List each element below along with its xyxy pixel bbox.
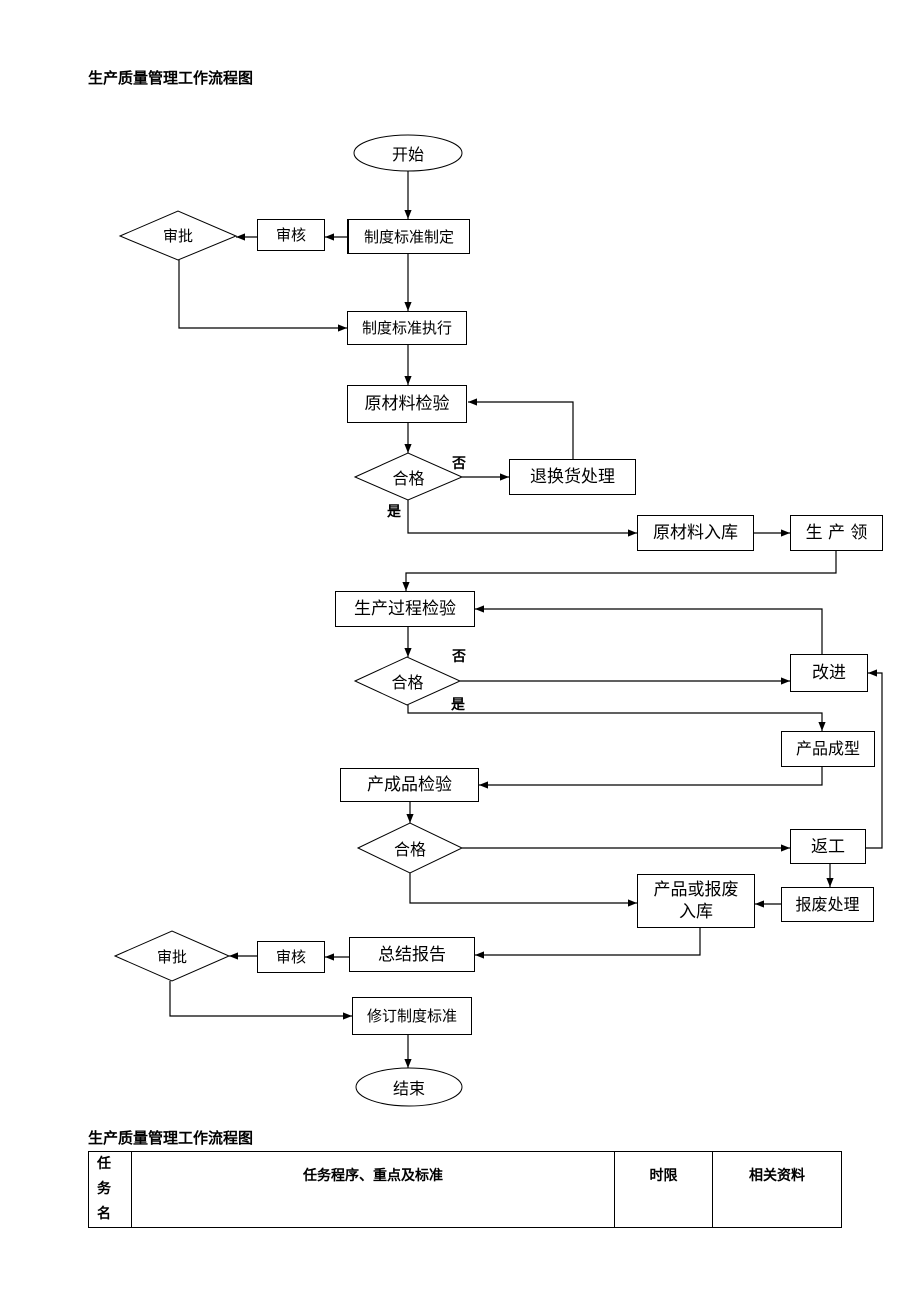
- col-header-related-materials: 相关资料: [712, 1151, 842, 1228]
- arrow-forming-to-finished-inspection: [479, 767, 823, 789]
- page-title: 生产质量管理工作流程图: [88, 69, 254, 87]
- arrow-improve-to-process-inspection: [475, 605, 823, 654]
- arrow-check2-yes-to-forming: [407, 705, 826, 731]
- approve-2-label: 审批: [156, 947, 187, 966]
- qualified-2-label: 合格: [391, 673, 424, 692]
- qualified-1-label: 合格: [392, 468, 425, 488]
- qualified-3-label: 合格: [393, 840, 426, 859]
- define-standard-box: 制度标准制定: [347, 219, 470, 254]
- edge-label-no-2: 否: [452, 649, 466, 665]
- improve-box: 改进: [790, 654, 868, 692]
- col-header-task-name: 任务名: [88, 1151, 132, 1228]
- product-or-scrap-storage-box: 产品或报废入库: [637, 874, 755, 928]
- edge-label-yes-2: 是: [451, 697, 465, 713]
- approve-1-diamond: [118, 210, 238, 261]
- finished-inspection-box: 产成品检验: [340, 768, 479, 802]
- start-label: 开始: [391, 145, 424, 164]
- arrow-storage-to-summary: [475, 928, 701, 959]
- summary-report-box: 总结报告: [349, 937, 475, 972]
- arrow-check3-to-storage: [409, 873, 637, 907]
- raw-material-storage-box: 原材料入库: [637, 515, 754, 551]
- review-1-box: 审核: [257, 219, 325, 251]
- col-header-procedure: 任务程序、重点及标准: [131, 1151, 615, 1228]
- arrow-approve2-to-revise: [169, 981, 352, 1020]
- table-title: 生产质量管理工作流程图: [88, 1129, 254, 1147]
- arrow-return-to-raw-inspection: [468, 398, 574, 459]
- scrap-handling-box: 报废处理: [781, 887, 874, 922]
- qualified-1-diamond: [353, 452, 464, 501]
- task-table: 任务名 任务程序、重点及标准 时限 相关资料: [88, 1151, 842, 1228]
- approve-1-label: 审批: [162, 227, 193, 245]
- approve-2-diamond: [113, 930, 231, 982]
- process-inspection-box: 生产过程检验: [335, 591, 475, 627]
- start-terminal-shape: [353, 134, 463, 172]
- end-terminal-shape: [355, 1067, 463, 1107]
- qualified-3-diamond: [356, 822, 464, 874]
- end-label: 结束: [392, 1079, 425, 1098]
- review-2-box: 审核: [257, 941, 325, 973]
- qualified-2-diamond: [353, 656, 462, 706]
- production-requisition-box: 生 产 领: [790, 515, 883, 551]
- raw-material-inspection-box: 原材料检验: [347, 385, 467, 423]
- execute-standard-box: 制度标准执行: [347, 311, 467, 345]
- product-forming-box: 产品成型: [781, 731, 875, 767]
- edge-label-yes-1: 是: [387, 504, 401, 520]
- arrow-requisition-to-process-inspection: [402, 551, 837, 591]
- col-header-time-limit: 时限: [614, 1151, 713, 1228]
- arrow-approve-to-execute-standard: [178, 260, 347, 332]
- edge-label-no-1: 否: [452, 456, 466, 472]
- arrow-rework-to-improve: [866, 669, 883, 849]
- return-exchange-box: 退换货处理: [509, 459, 636, 495]
- revise-standard-box: 修订制度标准: [352, 997, 472, 1035]
- arrow-check1-yes-to-raw-storage: [407, 500, 637, 537]
- table-header-row: 任务名 任务程序、重点及标准 时限 相关资料: [88, 1151, 842, 1228]
- rework-box: 返工: [790, 829, 866, 864]
